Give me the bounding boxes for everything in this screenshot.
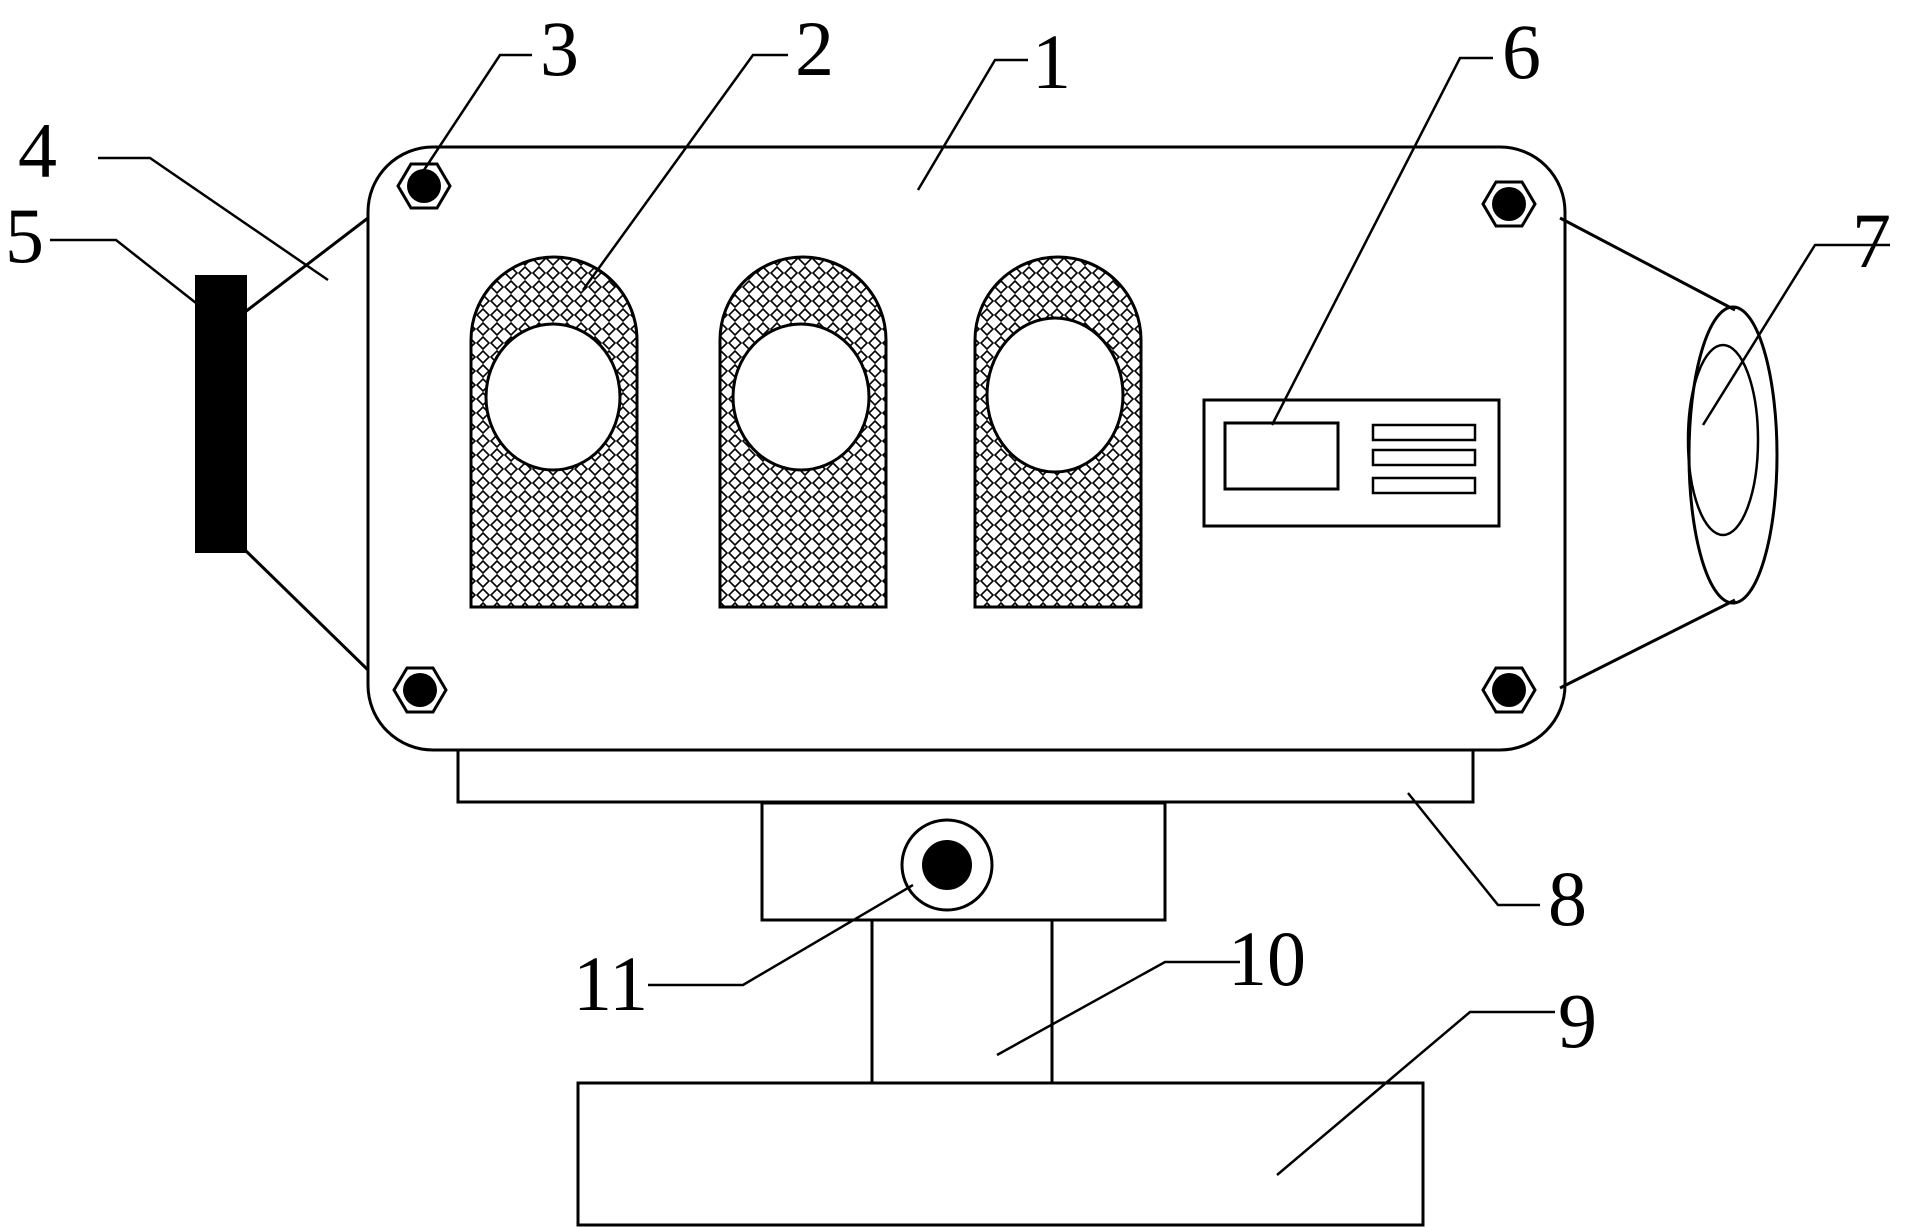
grip-window xyxy=(718,255,888,609)
display-panel xyxy=(1202,398,1501,528)
label-1: 1 xyxy=(1032,18,1071,105)
main-housing xyxy=(366,145,1567,752)
left-cone xyxy=(243,216,370,672)
bolt-icon xyxy=(1481,180,1537,228)
label-4: 4 xyxy=(18,107,57,194)
bolt-icon xyxy=(392,666,448,714)
label-7: 7 xyxy=(1852,197,1891,284)
label-8: 8 xyxy=(1548,855,1587,942)
mounting-plate xyxy=(456,748,1475,804)
grip-window xyxy=(973,255,1143,609)
bolt-icon xyxy=(396,162,452,210)
lock-knob xyxy=(900,818,994,912)
support-column xyxy=(870,920,1054,1083)
label-2: 2 xyxy=(795,5,834,92)
bolt-icon xyxy=(1481,666,1537,714)
label-10: 10 xyxy=(1228,915,1306,1002)
label-11: 11 xyxy=(573,940,648,1027)
leader-lines xyxy=(50,53,1890,1176)
label-9: 9 xyxy=(1558,977,1597,1064)
label-5: 5 xyxy=(5,192,44,279)
lens-cone xyxy=(1559,216,1779,690)
label-6: 6 xyxy=(1502,8,1541,95)
label-3: 3 xyxy=(540,5,579,92)
grip-window xyxy=(469,255,639,609)
base-plate xyxy=(576,1081,1425,1227)
end-cap xyxy=(195,275,247,553)
